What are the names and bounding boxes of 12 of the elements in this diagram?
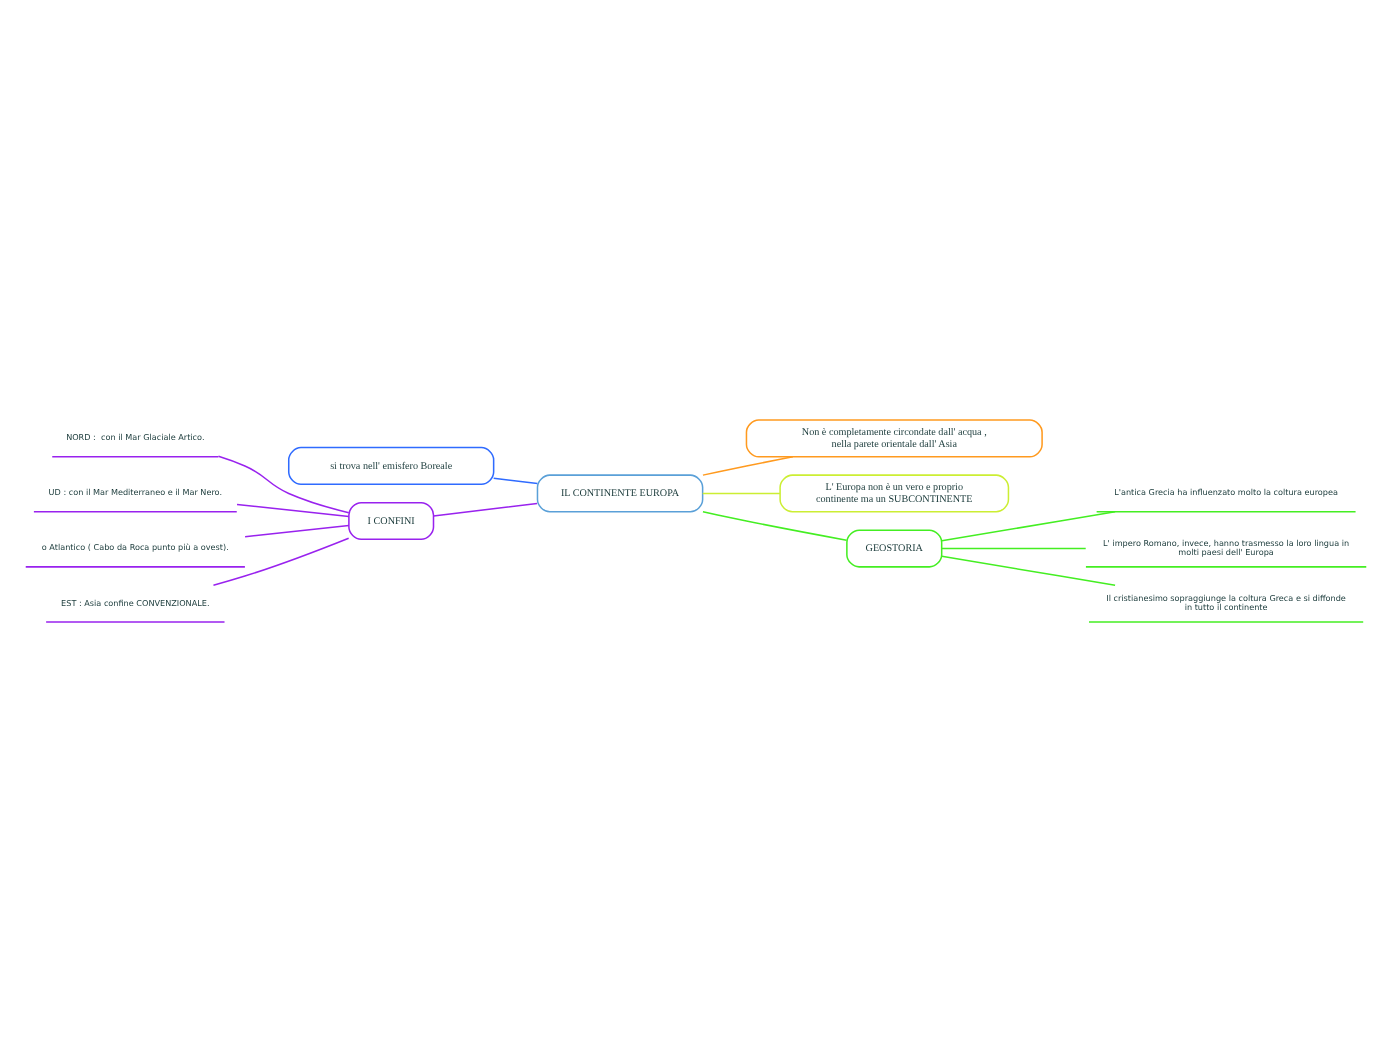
connector (217, 454, 350, 513)
connector (212, 536, 350, 585)
connector (432, 501, 538, 516)
connector (941, 554, 1116, 585)
connector (941, 510, 1116, 541)
connector (492, 476, 539, 484)
connector (702, 510, 848, 540)
connector (941, 546, 1087, 549)
connector (701, 491, 781, 494)
connector (244, 523, 350, 537)
connector (702, 455, 794, 475)
connector (236, 502, 350, 517)
